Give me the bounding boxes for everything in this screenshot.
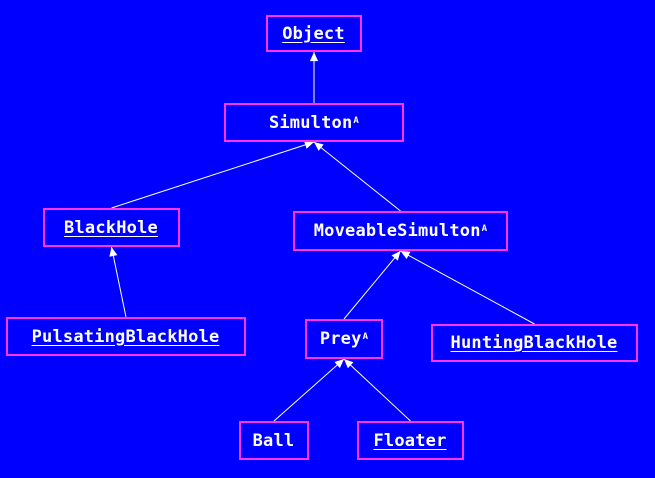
node-huntingblackhole: HuntingBlackHole (431, 324, 638, 362)
edge-pulsatingblackhole-to-blackhole (111, 246, 127, 318)
arrowhead-ball-to-prey (334, 359, 344, 369)
arrowhead-huntingblackhole-to-moveablesimulton (400, 251, 411, 259)
node-ball: Ball (239, 421, 309, 460)
node-pulsatingblackhole-label: PulsatingBlackHole (31, 326, 220, 347)
arrowhead-floater-to-prey (344, 359, 354, 369)
edge-prey-to-moveablesimulton (343, 250, 401, 320)
node-simulton-label: Simulton (268, 112, 353, 133)
arrowhead-moveablesimulton-to-simulton (314, 142, 324, 151)
arrowhead-simulton-to-object (309, 52, 319, 62)
node-prey-marker: A (362, 332, 369, 342)
edge-ball-to-prey (273, 358, 345, 422)
edge-blackhole-to-simulton (111, 141, 315, 209)
arrowhead-pulsatingblackhole-to-blackhole (109, 247, 118, 257)
node-pulsatingblackhole: PulsatingBlackHole (6, 317, 246, 356)
arrowhead-blackhole-to-simulton (304, 140, 314, 149)
node-object: Object (266, 15, 362, 52)
node-ball-label: Ball (252, 430, 295, 451)
node-simulton-marker: A (353, 115, 360, 126)
edge-floater-to-prey (343, 358, 411, 422)
node-floater-label: Floater (373, 430, 447, 451)
node-floater: Floater (357, 421, 464, 460)
node-huntingblackhole-label: HuntingBlackHole (450, 333, 618, 353)
edge-moveablesimulton-to-simulton (313, 141, 401, 212)
node-prey-label: Prey (319, 329, 362, 349)
node-blackhole: BlackHole (43, 208, 180, 247)
node-object-label: Object (282, 23, 345, 44)
edge-huntingblackhole-to-moveablesimulton (400, 250, 535, 325)
node-moveablesimulton-marker: A (481, 224, 488, 234)
arrowhead-prey-to-moveablesimulton (391, 251, 401, 261)
node-moveablesimulton-label: MoveableSimulton (313, 221, 481, 241)
node-blackhole-label: BlackHole (64, 217, 158, 238)
